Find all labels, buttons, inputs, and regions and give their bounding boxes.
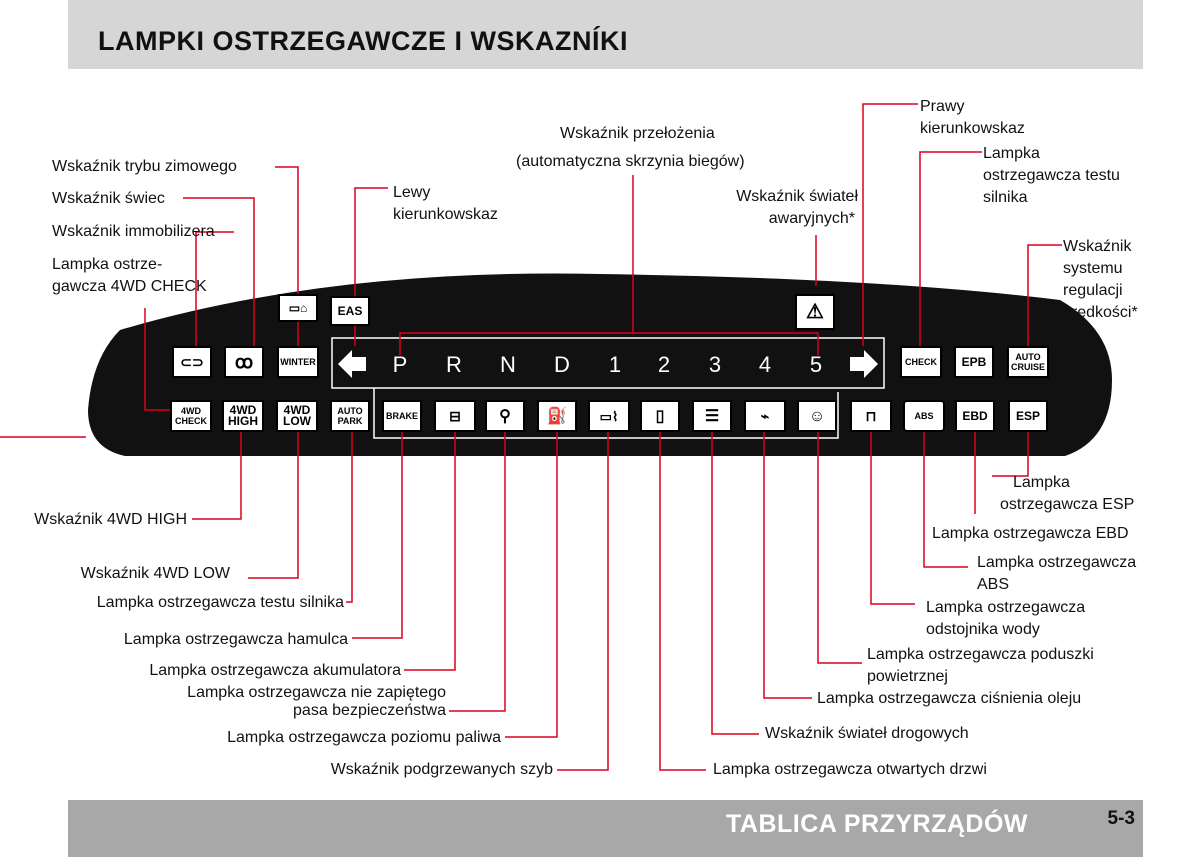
label-4wd-check-2: gawcza 4WD CHECK bbox=[52, 278, 207, 295]
label-gear-2: (automatyczna skrzynia biegów) bbox=[516, 153, 745, 170]
label-esp-2: ostrzegawcza ESP bbox=[1000, 496, 1135, 513]
label-high-beam: Wskaźnik świateł drogowych bbox=[765, 725, 969, 742]
gear-5: 5 bbox=[809, 352, 823, 377]
autopark-indicator: AUTO PARK bbox=[330, 400, 370, 432]
fuel-icon: ⛽ bbox=[537, 400, 577, 432]
label-esp-1: Lampka bbox=[1013, 474, 1070, 491]
hazard-icon: ⚠ bbox=[795, 294, 835, 330]
winter-indicator: WINTER bbox=[277, 346, 319, 378]
label-abs-2: ABS bbox=[977, 576, 1010, 593]
label-right-turn-2: kierunkowskaz bbox=[920, 120, 1025, 137]
label-door: Lampka ostrzegawcza otwartych drzwi bbox=[713, 761, 987, 778]
label-engine-check-top-2: ostrzegawcza testu bbox=[983, 167, 1120, 184]
4wd-low-indicator: 4WD LOW bbox=[276, 400, 318, 432]
brake-indicator: BRAKE bbox=[382, 400, 422, 432]
abs-icon: ABS bbox=[903, 400, 945, 432]
label-cruise-4: prędkości* bbox=[1063, 304, 1138, 321]
label-water-2: odstojnika wody bbox=[926, 621, 1040, 638]
label-left-turn-2: kierunkowskaz bbox=[393, 206, 498, 223]
door-icon: ▯ bbox=[640, 400, 680, 432]
ebd-indicator: EBD bbox=[955, 400, 995, 432]
label-4wd-high: Wskaźnik 4WD HIGH bbox=[34, 511, 187, 528]
immobilizer-icon: ⊂⊃ bbox=[172, 346, 212, 378]
label-defrost: Wskaźnik podgrzewanych szyb bbox=[330, 761, 553, 778]
oil-pressure-icon: ⌁ bbox=[744, 400, 786, 432]
label-gear-1: Wskaźnik przełożenia bbox=[560, 125, 715, 142]
page-header: LAMPKI OSTRZEGAWCZE I WSKAZNÍKI bbox=[68, 0, 1143, 69]
4wd-high-indicator: 4WD HIGH bbox=[222, 400, 264, 432]
gear-1: 1 bbox=[608, 352, 622, 377]
gear-2: 2 bbox=[657, 352, 671, 377]
label-oil: Lampka ostrzegawcza ciśnienia oleju bbox=[817, 690, 1082, 707]
label-fuel: Lampka ostrzegawcza poziomu paliwa bbox=[227, 729, 501, 746]
label-4wd-low: Wskaźnik 4WD LOW bbox=[80, 565, 230, 582]
defrost-icon: ▭⌇ bbox=[588, 400, 630, 432]
label-hazard-1: Wskaźnik świateł bbox=[736, 188, 858, 205]
label-hazard-2: awaryjnych* bbox=[768, 210, 855, 227]
high-beam-icon: ☰ bbox=[692, 400, 732, 432]
label-cruise-2: systemu bbox=[1063, 260, 1123, 277]
gear-p: P bbox=[392, 352, 408, 377]
battery-icon: ⊟ bbox=[434, 400, 476, 432]
label-airbag-1: Lampka ostrzegawcza poduszki bbox=[867, 646, 1094, 663]
label-winter-mode: Wskaźnik trybu zimowego bbox=[52, 158, 237, 175]
esp-indicator: ESP bbox=[1008, 400, 1048, 432]
label-left-turn-1: Lewy bbox=[393, 184, 431, 201]
label-engine-check-top-3: silnika bbox=[983, 189, 1028, 206]
label-engine-check-top-1: Lampka bbox=[983, 145, 1040, 162]
epb-indicator: EPB bbox=[954, 346, 994, 378]
gear-r: R bbox=[446, 352, 462, 377]
label-immobilizer: Wskaźnik immobilizera bbox=[52, 223, 215, 240]
autocruise-indicator: AUTO CRUISE bbox=[1007, 346, 1049, 378]
page-number: 5-3 bbox=[1107, 808, 1135, 829]
label-brake: Lampka ostrzegawcza hamulca bbox=[123, 631, 348, 648]
label-ebd: Lampka ostrzegawcza EBD bbox=[932, 525, 1129, 542]
label-abs-1: Lampka ostrzegawcza bbox=[977, 554, 1137, 571]
engine-check-icon: CHECK bbox=[900, 346, 942, 378]
airbag-icon: ☺ bbox=[797, 400, 837, 432]
label-battery: Lampka ostrzegawcza akumulatora bbox=[149, 662, 401, 679]
label-4wd-check-1: Lampka ostrze- bbox=[52, 256, 163, 273]
gear-d: D bbox=[554, 352, 570, 377]
page-title: LAMPKI OSTRZEGAWCZE I WSKAZNÍKI bbox=[98, 26, 628, 56]
label-water-1: Lampka ostrzegawcza bbox=[926, 599, 1086, 616]
label-cruise-3: regulacji bbox=[1063, 282, 1123, 299]
seatbelt-icon: ⚲ bbox=[485, 400, 525, 432]
label-cruise-1: Wskaźnik bbox=[1063, 238, 1132, 255]
label-glow: Wskaźnik świec bbox=[52, 190, 165, 207]
eas-indicator: EAS bbox=[330, 296, 370, 326]
label-seatbelt-2: pasa bezpieczeństwa bbox=[293, 702, 446, 719]
label-engine-check: Lampka ostrzegawcza testu silnika bbox=[96, 594, 344, 611]
label-seatbelt-1: Lampka ostrzegawcza nie zapiętego bbox=[187, 684, 446, 701]
gear-4: 4 bbox=[758, 352, 772, 377]
left-turn-arrow-icon bbox=[338, 350, 366, 378]
glow-plug-icon: ꝏ bbox=[224, 346, 264, 378]
water-separator-icon: ⊓ bbox=[850, 400, 892, 432]
gear-3: 3 bbox=[708, 352, 722, 377]
gear-n: N bbox=[500, 352, 516, 377]
footer-section-title: TABLICA PRZYRZĄDÓW bbox=[725, 810, 1028, 838]
page-footer: TABLICA PRZYRZĄDÓW 5-3 bbox=[68, 800, 1143, 857]
right-turn-arrow-icon bbox=[850, 350, 878, 378]
gear-strip-frame bbox=[331, 337, 885, 389]
4wd-check-indicator: 4WD CHECK bbox=[170, 400, 212, 432]
4wd-mode-icon: ▭⌂ bbox=[278, 294, 318, 322]
label-airbag-2: powietrznej bbox=[867, 668, 948, 685]
label-right-turn-1: Prawy bbox=[920, 98, 965, 115]
